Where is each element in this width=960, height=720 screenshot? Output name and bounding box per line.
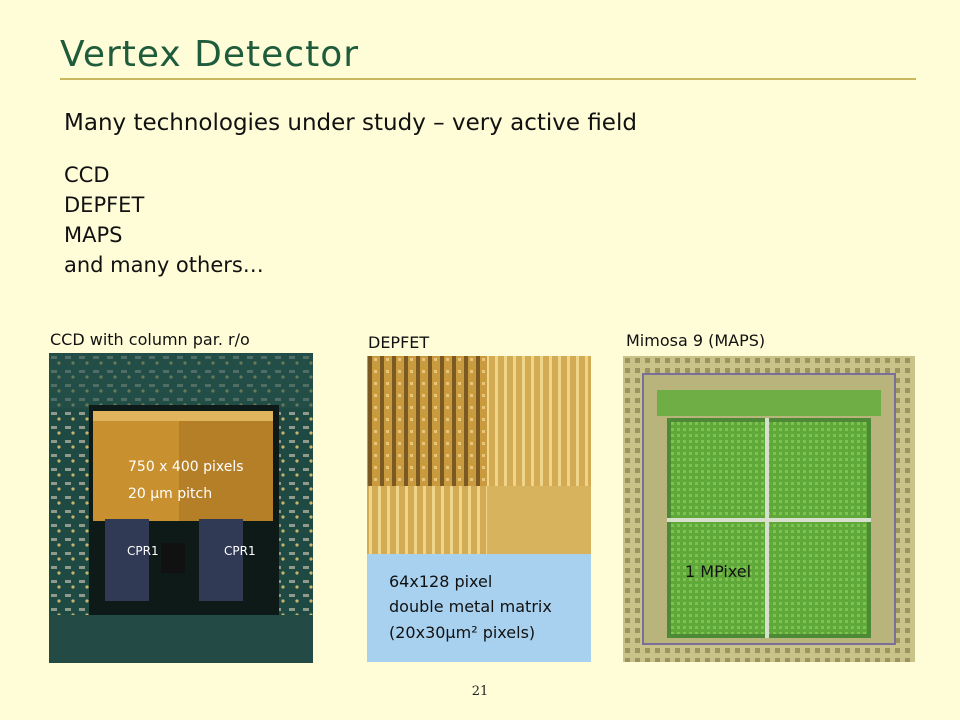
technology-item: and many others… [64,253,264,277]
depfet-label-pixels: 64x128 pixel [389,572,492,591]
ccd-chip-label-left: CPR1 [127,544,159,558]
ccd-caption: CCD with column par. r/o [50,330,250,349]
depfet-photo: 64x128 pixel double metal matrix (20x30μ… [367,356,591,662]
page-number: 21 [471,684,489,699]
mimosa-label: 1 MPixel [685,562,751,581]
slide-title: Vertex Detector [60,34,360,75]
ccd-photo: 750 x 400 pixels 20 μm pitch CPR1 CPR1 [49,353,313,663]
ccd-chip-label-right: CPR1 [224,544,256,558]
depfet-caption: DEPFET [368,333,430,352]
ccd-label-pitch: 20 μm pitch [128,486,212,502]
mimosa-photo: 1 MPixel [623,356,915,662]
technology-item: DEPFET [64,193,145,217]
title-divider [60,78,916,80]
depfet-label-pixel-size: (20x30μm² pixels) [389,623,535,642]
ccd-label-pixels: 750 x 400 pixels [128,459,244,475]
depfet-label-matrix: double metal matrix [389,597,552,616]
technology-item: CCD [64,163,110,187]
technology-item: MAPS [64,223,123,247]
technology-list: CCD DEPFET MAPS and many others… [64,160,264,280]
mimosa-caption: Mimosa 9 (MAPS) [626,331,766,350]
intro-text: Many technologies under study – very act… [64,110,637,136]
